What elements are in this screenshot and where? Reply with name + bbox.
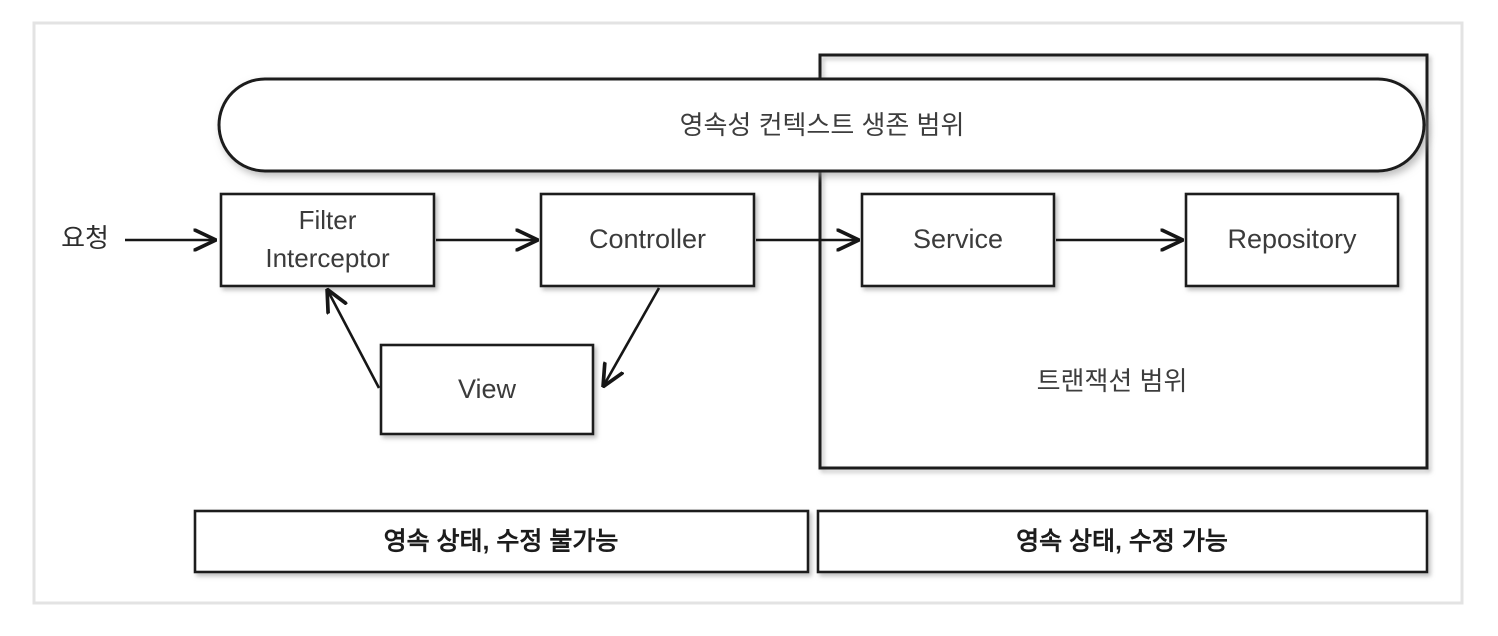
transaction-scope-container xyxy=(818,53,1429,470)
transaction-scope-label: 트랜잭션 범위 xyxy=(1037,366,1188,396)
node-view xyxy=(379,343,595,436)
state-bar-left xyxy=(193,509,810,574)
node-service-label: Service xyxy=(913,224,1003,254)
node-view-label: View xyxy=(458,374,517,404)
persistence-context-scope-shape xyxy=(217,77,1426,173)
node-service xyxy=(860,192,1056,288)
state-bar-right-label: 영속 상태, 수정 가능 xyxy=(1016,528,1228,556)
node-filter-interceptor xyxy=(219,192,436,288)
node-repository xyxy=(1184,192,1400,288)
arrow-view-to-filter xyxy=(328,291,381,389)
request-entry-label: 요청 xyxy=(61,223,109,253)
state-bar-left-label: 영속 상태, 수정 불가능 xyxy=(384,528,619,556)
state-bar-right xyxy=(816,509,1429,574)
persistence-context-scope-label: 영속성 컨텍스트 생존 범위 xyxy=(680,110,965,140)
node-filter-interceptor-line2: Interceptor xyxy=(265,243,390,273)
node-controller xyxy=(539,192,756,288)
node-controller-label: Controller xyxy=(589,224,706,254)
node-repository-label: Repository xyxy=(1227,224,1357,254)
node-filter-interceptor-line1: Filter xyxy=(299,205,357,235)
arrow-controller-to-view xyxy=(604,287,661,385)
